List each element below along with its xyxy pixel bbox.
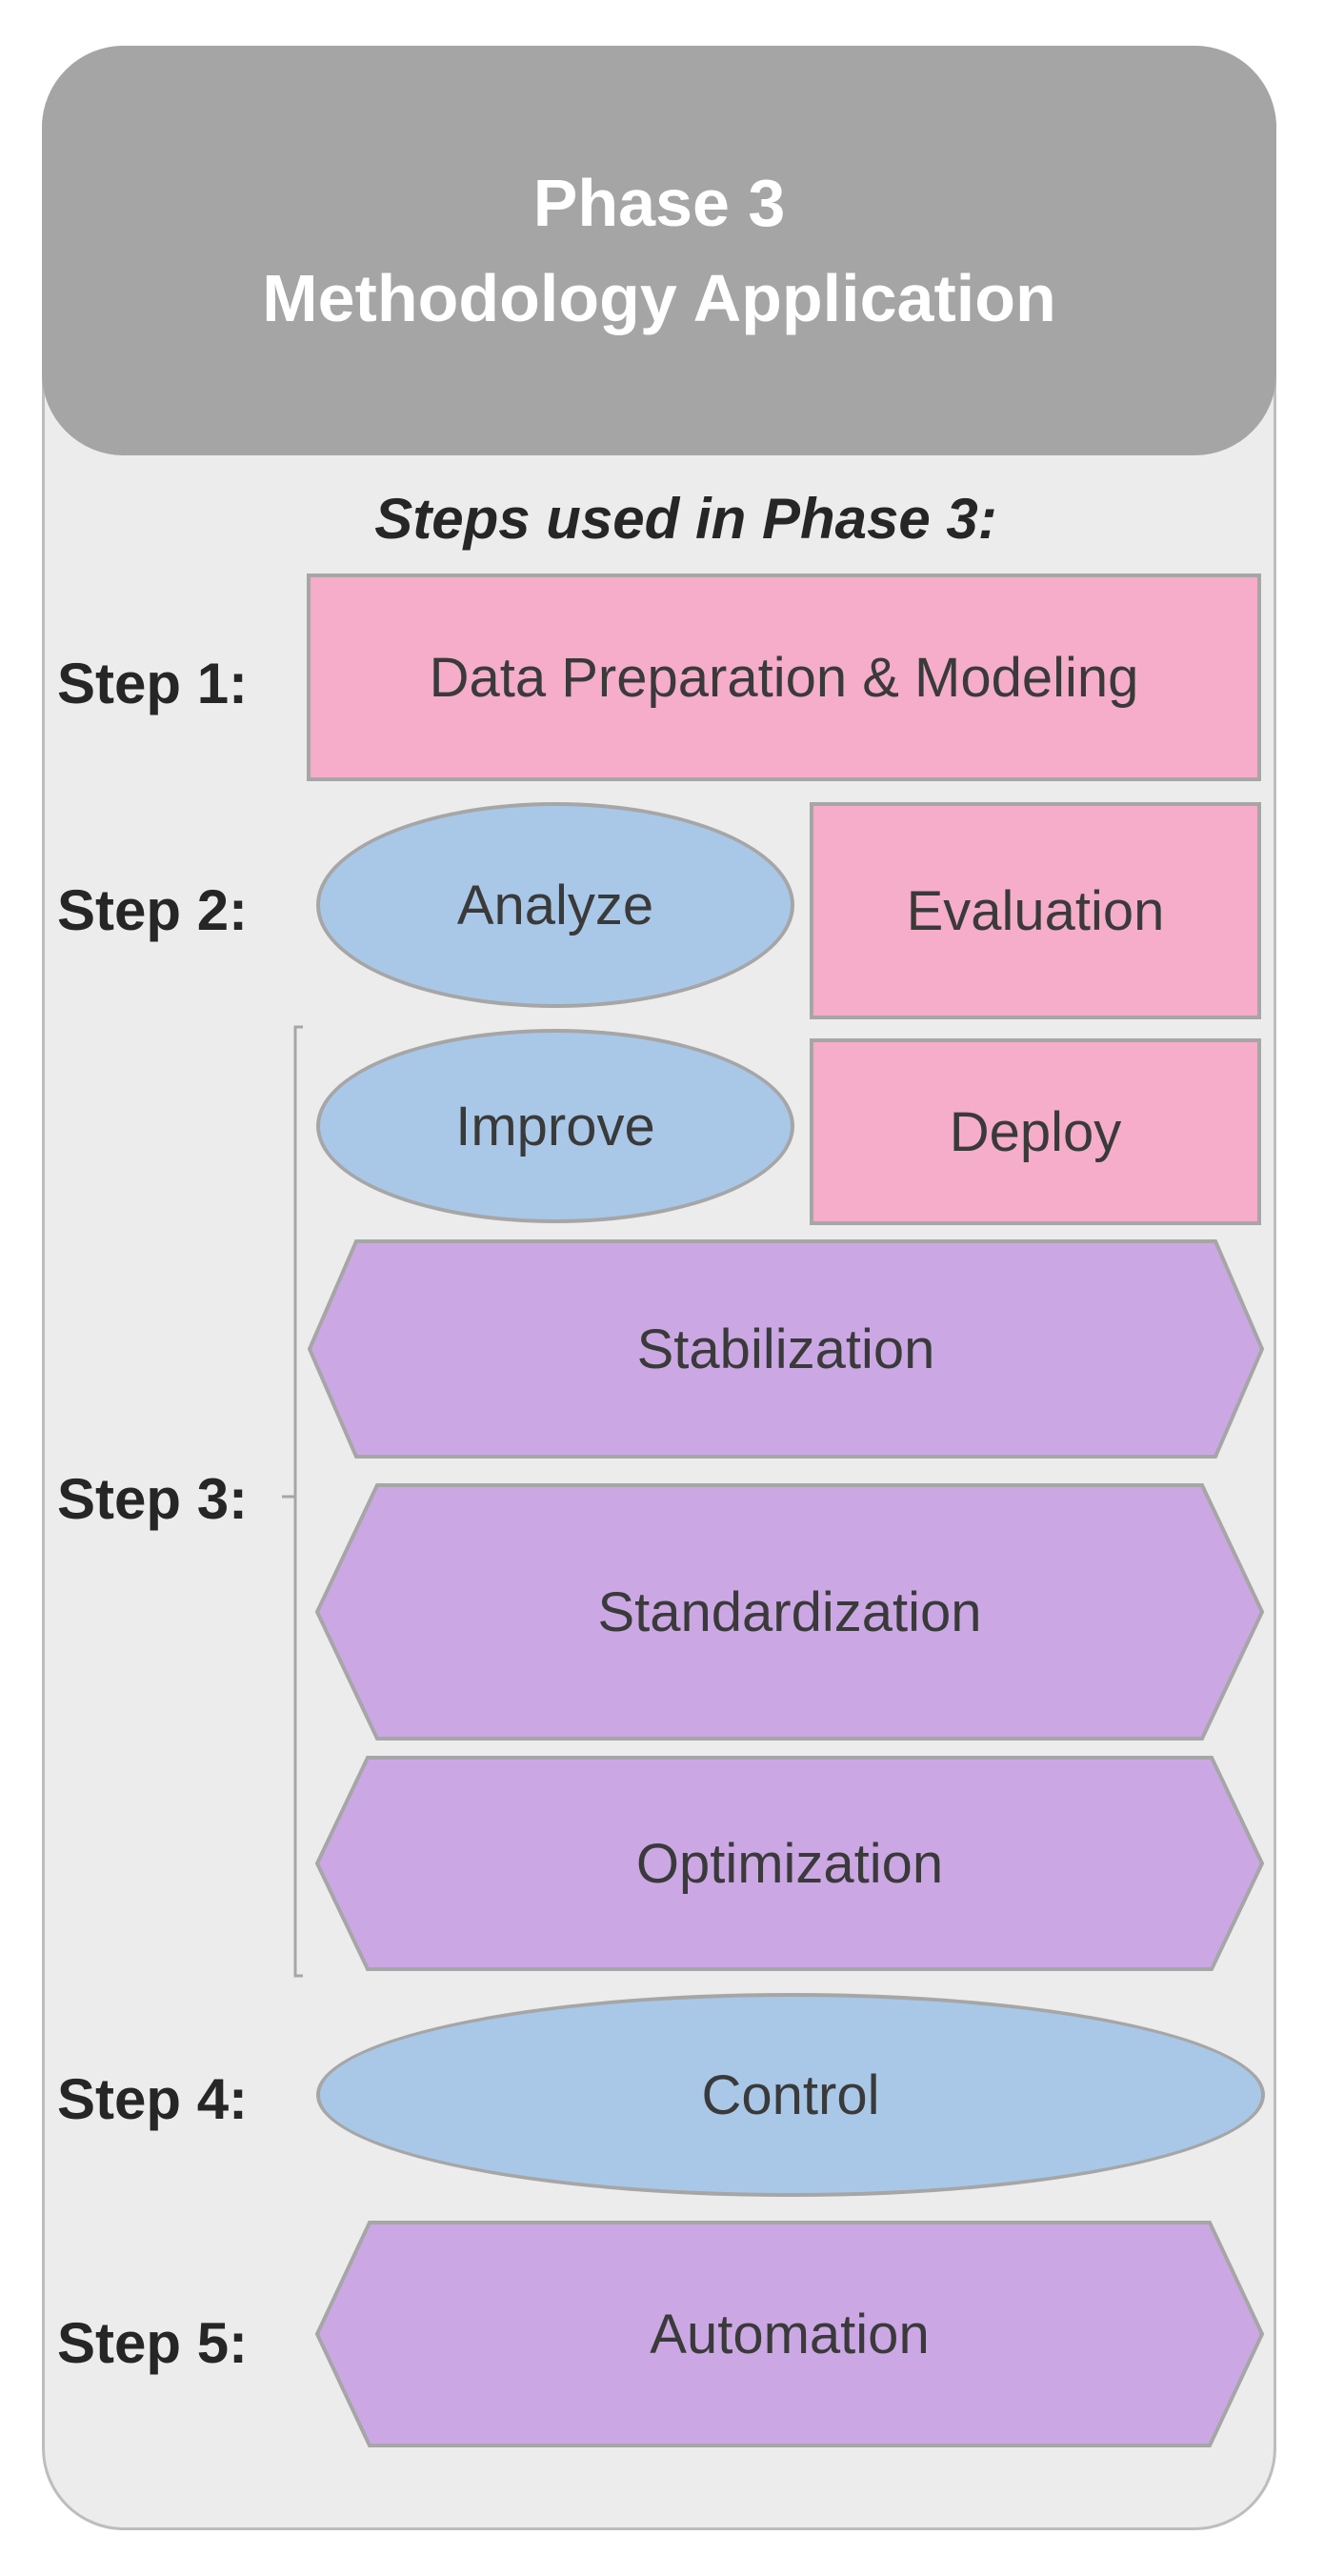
step-3-label: Step 3: <box>57 1467 249 1531</box>
step-2-label: Step 2: <box>57 878 249 942</box>
step-4-label: Step 4: <box>57 2067 249 2131</box>
stabilization-hexagon: Stabilization <box>307 1238 1265 1459</box>
deploy-box: Deploy <box>810 1038 1261 1225</box>
stabilization-label: Stabilization <box>636 1318 935 1380</box>
data-preparation-modeling-box: Data Preparation & Modeling <box>307 574 1261 781</box>
standardization-hexagon: Standardization <box>314 1482 1265 1741</box>
header-phase-number: Phase 3 <box>532 166 786 240</box>
optimization-hexagon-shape <box>314 1756 1265 1971</box>
optimization-hexagon: Optimization <box>314 1755 1265 1972</box>
improve-ellipse: Improve <box>316 1029 794 1223</box>
phase-header: Phase 3 Methodology Application <box>42 46 1276 455</box>
evaluation-box: Evaluation <box>810 802 1261 1019</box>
optimization-label: Optimization <box>635 1832 944 1895</box>
standardization-hexagon-shape <box>314 1483 1265 1741</box>
step-3-bracket <box>282 1025 303 1978</box>
steps-subtitle: Steps used in Phase 3: <box>374 487 997 551</box>
automation-hexagon: Automation <box>314 2220 1265 2448</box>
standardization-label: Standardization <box>597 1580 982 1643</box>
step-1-label: Step 1: <box>57 652 249 715</box>
automation-label: Automation <box>650 2303 930 2365</box>
analyze-ellipse: Analyze <box>316 802 794 1008</box>
automation-hexagon-shape <box>314 2221 1265 2447</box>
header-phase-title: Methodology Application <box>262 261 1056 335</box>
control-ellipse: Control <box>316 1993 1265 2197</box>
step-5-label: Step 5: <box>57 2311 249 2375</box>
stabilization-hexagon-shape <box>307 1239 1265 1459</box>
